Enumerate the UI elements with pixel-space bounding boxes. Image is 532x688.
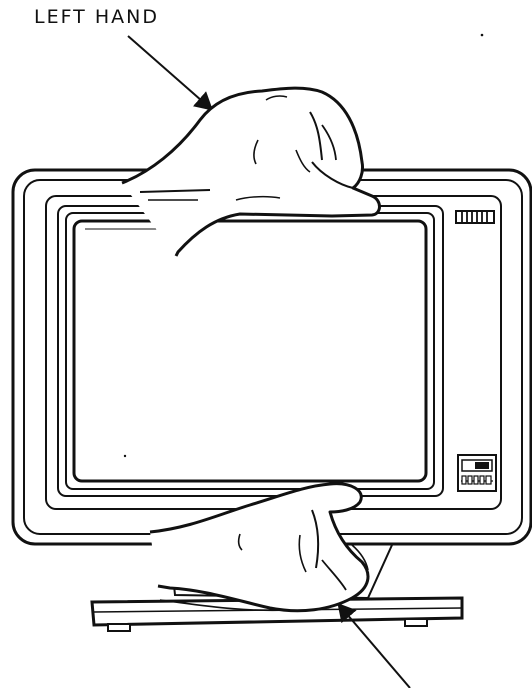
vent-grille-icon (456, 211, 494, 223)
control-panel-icon (458, 455, 496, 491)
paper-speck (481, 34, 484, 37)
screen (74, 221, 426, 481)
left-hand-leader-arrow (128, 36, 210, 108)
screen-speck (124, 455, 126, 457)
